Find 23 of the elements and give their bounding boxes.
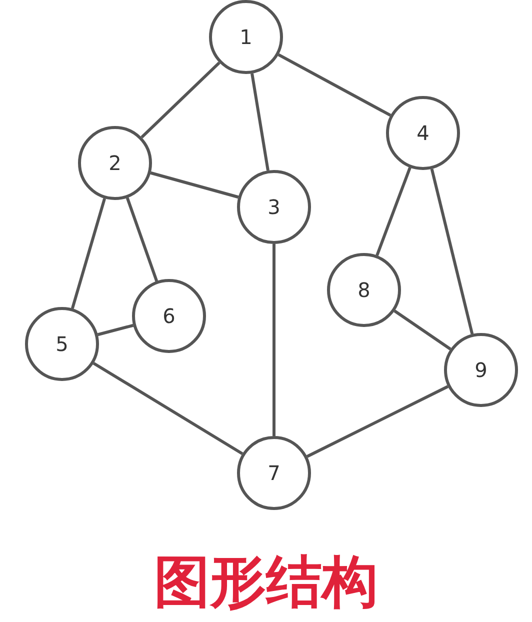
node-circle: 6 [132, 279, 206, 353]
node-circle: 5 [25, 307, 99, 381]
connector-line [140, 62, 220, 138]
node-circle: 3 [237, 170, 311, 244]
connector-line [306, 385, 449, 458]
node-circle: 9 [444, 333, 518, 407]
connector-line [278, 53, 392, 117]
connector-line [70, 198, 106, 309]
connector-line [430, 168, 474, 334]
node-circle: 4 [386, 96, 460, 170]
connector-line [250, 73, 270, 171]
connector-line [126, 197, 158, 282]
node-circle: 2 [78, 126, 152, 200]
connector-line [92, 362, 244, 456]
connector-line [394, 310, 452, 350]
node-circle: 7 [237, 436, 311, 510]
node-circle: 1 [209, 0, 283, 74]
connector-line [272, 244, 276, 436]
connector-line [376, 167, 412, 256]
connector-line [150, 171, 239, 199]
title: 图形结构 [154, 549, 378, 617]
connector-line [97, 324, 134, 336]
node-circle: 8 [327, 253, 401, 327]
